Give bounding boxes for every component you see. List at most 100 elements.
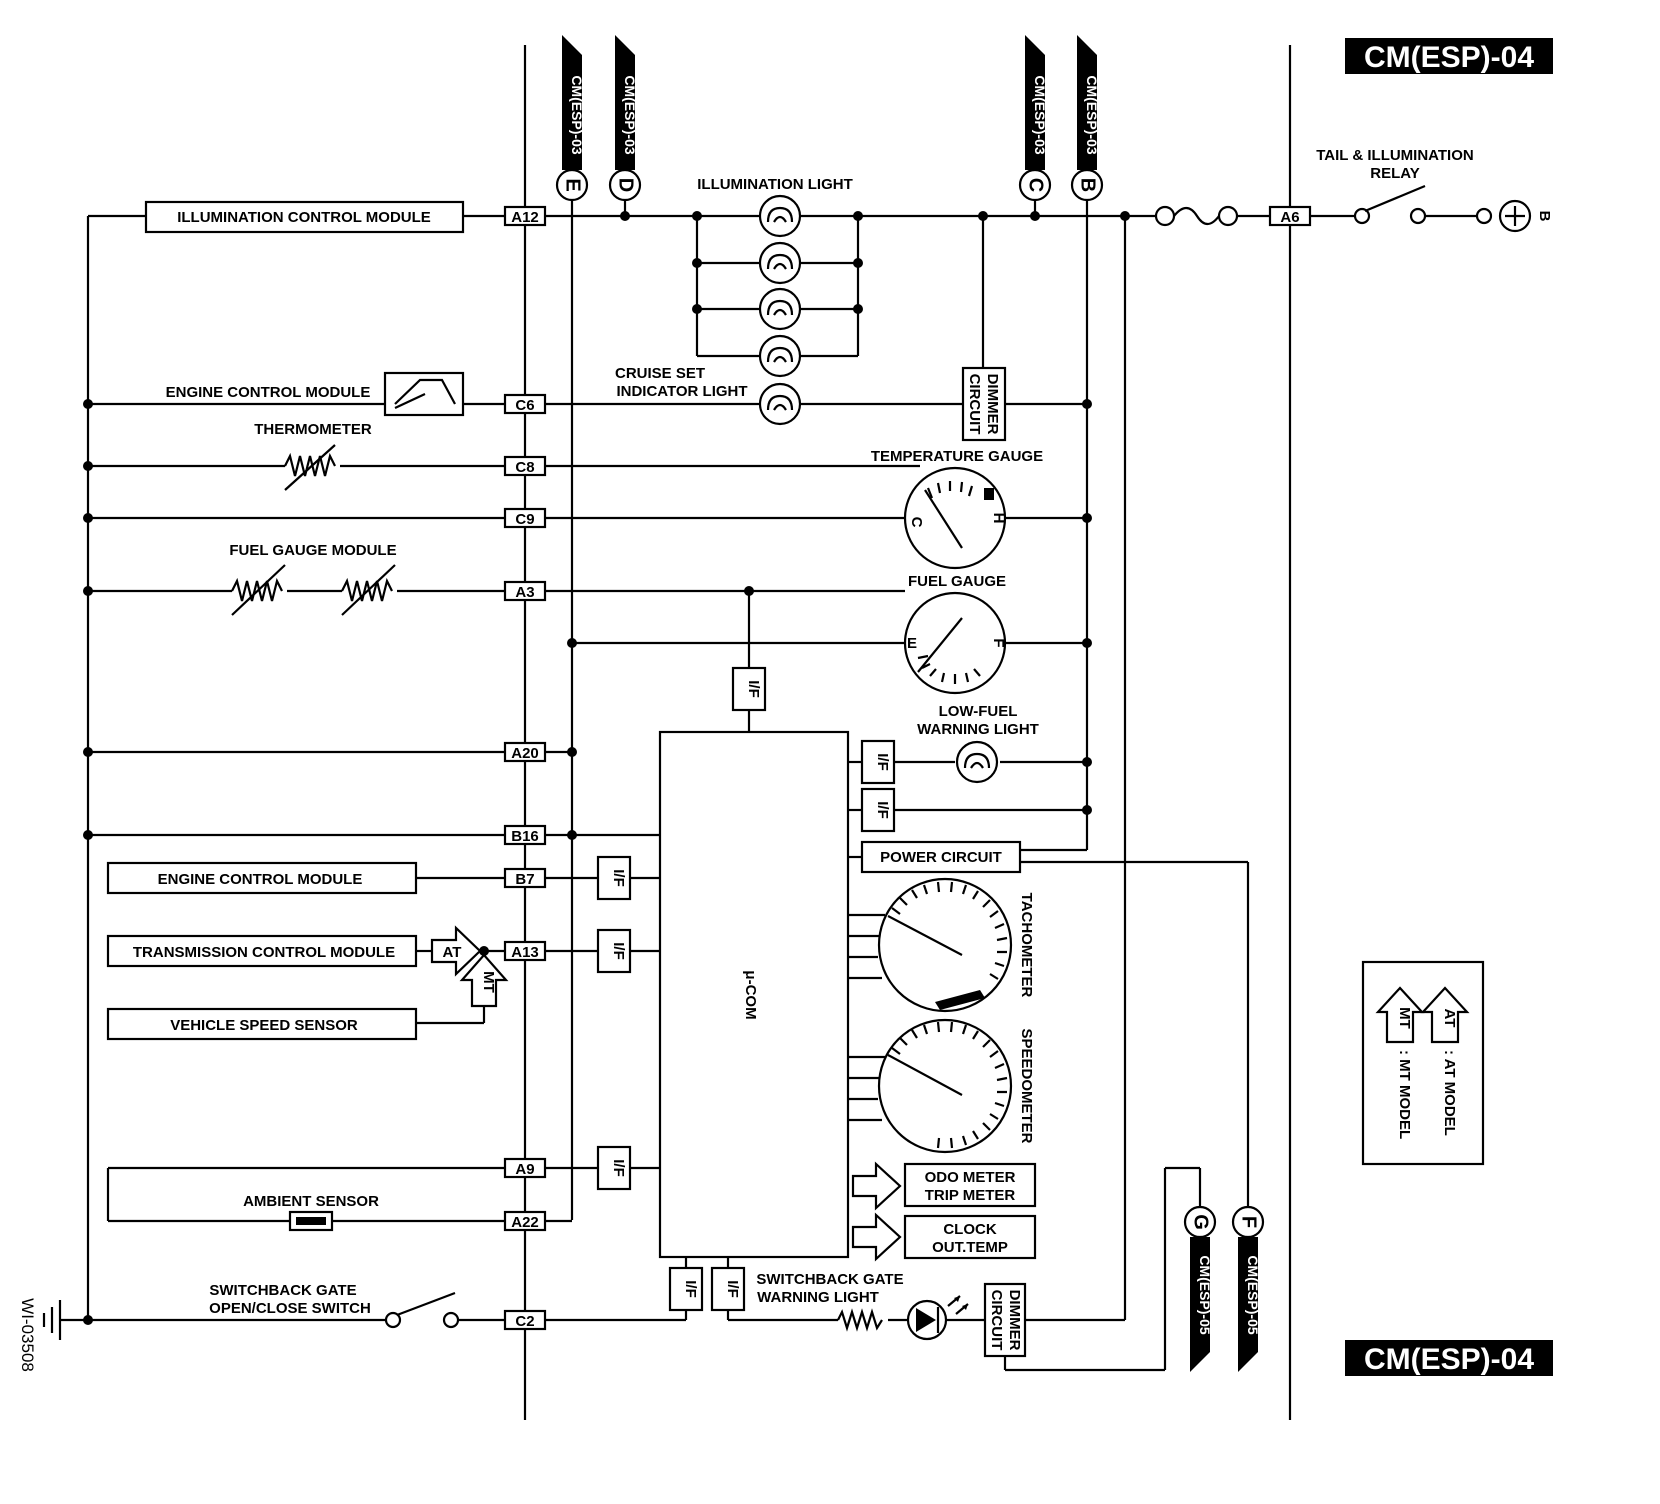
svg-text:C6: C6 [515, 397, 534, 414]
svg-text:CM(ESP)-03: CM(ESP)-03 [569, 75, 585, 155]
svg-text:AMBIENT SENSOR: AMBIENT SENSOR [243, 1193, 379, 1210]
connector-d: CM(ESP)-03 D [608, 35, 642, 202]
svg-text:B: B [1077, 178, 1099, 192]
svg-text:C2: C2 [515, 1313, 534, 1330]
svg-text:TAIL & ILLUMINATION: TAIL & ILLUMINATION [1316, 147, 1473, 164]
svg-text:WARNING LIGHT: WARNING LIGHT [917, 721, 1039, 738]
svg-text:B16: B16 [511, 828, 539, 845]
svg-text:CIRCUIT: CIRCUIT [988, 1290, 1005, 1351]
tachometer: TACHOMETER [877, 877, 1035, 1013]
pin-a9: A9 [503, 1157, 547, 1179]
engine-control-module-top: ENGINE CONTROL MODULE [166, 371, 465, 417]
svg-text:CM(ESP)-04: CM(ESP)-04 [1364, 1343, 1534, 1376]
ground-icon [42, 1300, 62, 1340]
svg-text:A6: A6 [1280, 209, 1299, 226]
svg-text:I/F: I/F [874, 753, 891, 771]
svg-text:WARNING LIGHT: WARNING LIGHT [757, 1289, 879, 1306]
svg-text:ODO METER: ODO METER [925, 1169, 1016, 1186]
cruise-set-indicator-light: CRUISE SET INDICATOR LIGHT [615, 365, 802, 426]
interface-block: I/F [596, 928, 632, 974]
svg-text:E: E [907, 635, 917, 652]
svg-text:CM(ESP)-03: CM(ESP)-03 [1032, 75, 1048, 155]
svg-text:TRIP METER: TRIP METER [925, 1187, 1016, 1204]
temperature-gauge: TEMPERATURE GAUGE C H [871, 448, 1043, 570]
svg-text:I/F: I/F [610, 942, 627, 960]
page-code-top: CM(ESP)-04 [1345, 38, 1553, 74]
svg-text:CM(ESP)-03: CM(ESP)-03 [1084, 75, 1100, 155]
interface-block: I/F [860, 739, 896, 785]
speedometer: SPEEDOMETER [877, 1018, 1035, 1154]
svg-text:DIMMER: DIMMER [984, 374, 1001, 435]
interface-block: I/F [710, 1266, 746, 1312]
svg-text:OPEN/CLOSE SWITCH: OPEN/CLOSE SWITCH [209, 1300, 371, 1317]
svg-text:H: H [990, 513, 1007, 524]
svg-text:TRANSMISSION CONTROL MODULE: TRANSMISSION CONTROL MODULE [133, 944, 395, 961]
fuel-gauge: FUEL GAUGE E F [903, 573, 1007, 695]
vehicle-speed-sensor: VEHICLE SPEED SENSOR [106, 1007, 418, 1041]
dimmer-circuit-bottom: DIMMER CIRCUIT [983, 1282, 1027, 1358]
thermometer: THERMOMETER [254, 421, 372, 491]
engine-control-module-bottom: ENGINE CONTROL MODULE [106, 861, 418, 895]
pin-a6: A6 [1268, 205, 1312, 227]
odo-trip-arrow-icon [851, 1161, 902, 1211]
model-legend: MT AT : MT MODEL : AT MODEL [1361, 960, 1485, 1166]
fuse [1154, 205, 1239, 227]
interface-block: I/F [668, 1266, 704, 1312]
svg-text:: AT MODEL: : AT MODEL [1441, 1050, 1458, 1136]
svg-text:TACHOMETER: TACHOMETER [1018, 893, 1035, 998]
svg-text:CRUISE SET: CRUISE SET [615, 365, 705, 382]
svg-text:RELAY: RELAY [1370, 165, 1419, 182]
svg-text:I/F: I/F [610, 869, 627, 887]
pin-c6: C6 [503, 393, 547, 415]
connector-g: G CM(ESP)-05 [1183, 1205, 1217, 1372]
power-circuit: POWER CIRCUIT [860, 840, 1022, 874]
svg-text:ENGINE CONTROL MODULE: ENGINE CONTROL MODULE [166, 384, 371, 401]
svg-text:F: F [990, 638, 1007, 647]
transmission-control-module: TRANSMISSION CONTROL MODULE [106, 934, 418, 968]
battery-label: B [1536, 211, 1553, 222]
svg-text:SPEEDOMETER: SPEEDOMETER [1018, 1028, 1035, 1143]
clock-arrow-icon [851, 1212, 902, 1262]
svg-text:ENGINE CONTROL MODULE: ENGINE CONTROL MODULE [158, 871, 363, 888]
svg-text:I/F: I/F [724, 1280, 741, 1298]
bulb-icon [758, 287, 802, 331]
at-arrow-icon: AT [430, 925, 482, 977]
svg-text:THERMOMETER: THERMOMETER [254, 421, 372, 438]
illumination-light-bank: ILLUMINATION LIGHT [692, 176, 863, 378]
svg-text:MT: MT [1396, 1007, 1413, 1029]
svg-text:TEMPERATURE GAUGE: TEMPERATURE GAUGE [871, 448, 1043, 465]
connector-c: CM(ESP)-03 C [1018, 35, 1052, 202]
pin-c2: C2 [503, 1309, 547, 1331]
svg-text:E: E [562, 178, 584, 191]
svg-text:I/F: I/F [745, 680, 762, 698]
pin-a22: A22 [503, 1210, 547, 1232]
svg-text:ILLUMINATION CONTROL MODULE: ILLUMINATION CONTROL MODULE [177, 209, 431, 226]
interface-block: I/F [860, 787, 896, 833]
svg-text:F: F [1238, 1216, 1260, 1228]
svg-text:G: G [1190, 1214, 1212, 1230]
svg-text:AT: AT [443, 944, 462, 961]
fuel-gauge-module: FUEL GAUGE MODULE [229, 542, 397, 616]
pin-a3: A3 [503, 580, 547, 602]
low-fuel-warning-light: LOW-FUEL WARNING LIGHT [917, 703, 1039, 784]
svg-text:C8: C8 [515, 459, 534, 476]
interface-block: I/F [596, 855, 632, 901]
pin-c9: C9 [503, 507, 547, 529]
connector-e: CM(ESP)-03 E [555, 35, 589, 202]
switchback-gate-warning-light: SWITCHBACK GATE WARNING LIGHT [756, 1271, 969, 1341]
svg-text:: MT MODEL: : MT MODEL [1396, 1050, 1413, 1139]
svg-text:FUEL GAUGE MODULE: FUEL GAUGE MODULE [229, 542, 396, 559]
pin-a13: A13 [503, 940, 547, 962]
svg-text:LOW-FUEL: LOW-FUEL [939, 703, 1018, 720]
svg-text:CM(ESP)-05: CM(ESP)-05 [1197, 1255, 1213, 1335]
svg-text:INDICATOR LIGHT: INDICATOR LIGHT [616, 383, 747, 400]
svg-text:I/F: I/F [682, 1280, 699, 1298]
bulb-icon [758, 334, 802, 378]
svg-text:POWER CIRCUIT: POWER CIRCUIT [880, 849, 1002, 866]
clock-out-temp: CLOCK OUT.TEMP [903, 1214, 1037, 1260]
svg-text:I/F: I/F [874, 801, 891, 819]
illumination-control-module: ILLUMINATION CONTROL MODULE [144, 200, 465, 234]
svg-text:DIMMER: DIMMER [1006, 1290, 1023, 1351]
page-code-bottom: CM(ESP)-04 [1345, 1340, 1553, 1376]
